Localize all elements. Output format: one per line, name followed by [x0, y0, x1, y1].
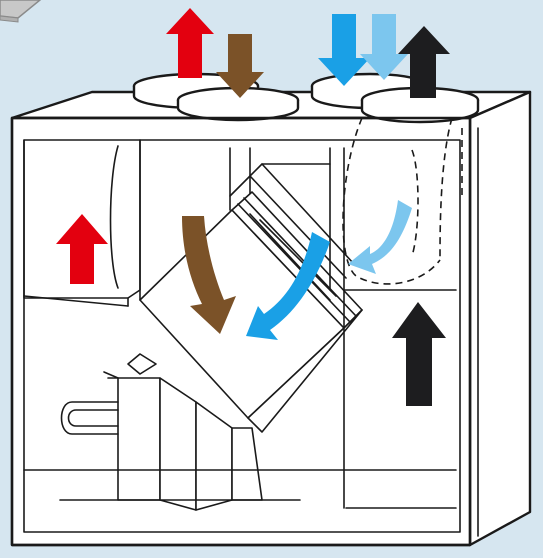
spigot-front-left [176, 86, 300, 122]
outdoor-air-arrow-top [318, 14, 370, 86]
outdoor-air-arrow-curved [246, 232, 330, 340]
heater-coil [60, 371, 119, 435]
spigot-front-right [360, 86, 480, 124]
supply-air-arrow-inside [56, 214, 108, 284]
extract-air-arrow-top [216, 34, 264, 98]
outdoor-air-light-arrow-top [360, 14, 408, 80]
airflow-arrows [56, 8, 450, 406]
unit-outline-overlay [10, 116, 472, 547]
outdoor-air-light-arrow-curved [348, 200, 412, 274]
exhaust-air-arrow-top [398, 26, 450, 98]
extract-air-arrow-curved [182, 216, 236, 334]
dashed-duct-path [342, 117, 463, 285]
bottom-tray [23, 353, 457, 511]
corner-box [0, 0, 42, 23]
supply-air-arrow-top [166, 8, 214, 78]
duct-spigots [132, 72, 480, 124]
exhaust-air-arrow-inside [392, 302, 446, 406]
